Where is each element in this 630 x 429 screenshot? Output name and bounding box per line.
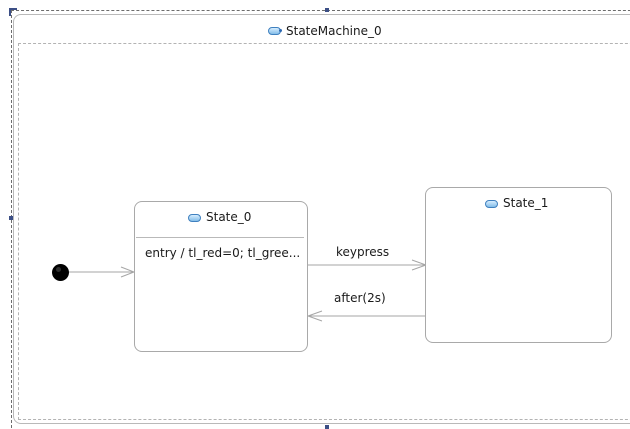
state-machine-title: StateMachine_0 [268,23,382,39]
selection-corner-handle[interactable] [9,8,17,16]
state-0-box[interactable] [134,201,308,352]
bottom-resize-handle[interactable] [325,425,329,429]
keypress-transition-label[interactable]: keypress [336,245,390,259]
state-1-title: State_1 [485,196,548,211]
state-icon [485,199,498,208]
state-0-label: State_0 [206,210,252,224]
state-icon [188,213,201,222]
state-machine-icon [268,27,282,35]
state-machine-label: StateMachine_0 [286,24,382,38]
top-resize-handle[interactable] [325,8,329,12]
after-transition-label[interactable]: after(2s) [334,291,386,305]
state-0-entry-action: entry / tl_red=0; tl_gree... [145,246,300,260]
after-transition-arrow-icon [306,310,323,322]
left-resize-handle[interactable] [9,216,13,220]
state-1-label: State_1 [503,196,549,210]
state-0-divider [136,237,304,238]
state-region-frame[interactable] [18,43,630,420]
initial-state-node[interactable] [52,264,69,281]
state-0-title: State_0 [188,210,251,225]
state-1-box[interactable] [425,187,612,343]
